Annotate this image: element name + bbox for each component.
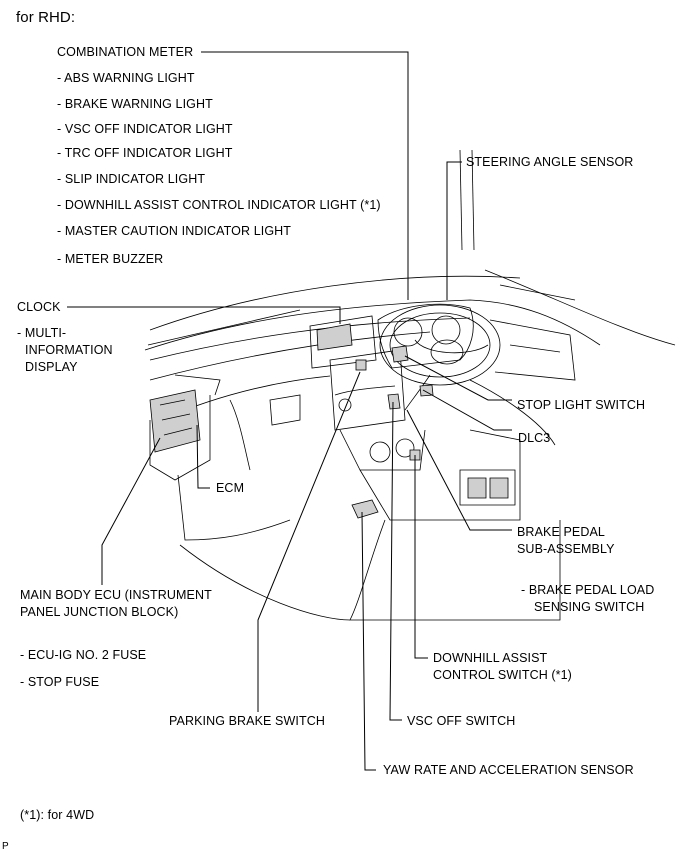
label-downhill-assist-control-switch: DOWNHILL ASSIST CONTROL SWITCH (*1)	[433, 651, 572, 682]
sub-item-marker: -	[57, 97, 62, 111]
label-ecm: ECM	[216, 481, 245, 495]
label-brake-pedal-load-sensing-switch: - BRAKE PEDAL LOAD SENSING SWITCH	[521, 583, 655, 614]
label-abs-warning-light: - ABS WARNING LIGHT	[57, 71, 195, 85]
label-downhill-assist-indicator-light: - DOWNHILL ASSIST CONTROL INDICATOR LIGH…	[57, 198, 381, 212]
label-dlc3: DLC3	[518, 431, 551, 445]
label-vsc-off-indicator-light: - VSC OFF INDICATOR LIGHT	[57, 122, 233, 136]
label-clock: CLOCK	[17, 300, 61, 314]
diagram-title: for RHD:	[16, 9, 76, 26]
label-meter-buzzer: - METER BUZZER	[57, 252, 164, 266]
label-ecu-ig-no2-fuse: - ECU-IG NO. 2 FUSE	[20, 648, 147, 662]
label-stop-light-switch: STOP LIGHT SWITCH	[517, 398, 646, 412]
sub-item-marker: -	[20, 648, 25, 662]
footnote: (*1): for 4WD	[20, 808, 95, 822]
sub-item-marker: -	[57, 122, 62, 136]
label-parking-brake-switch: PARKING BRAKE SWITCH	[169, 714, 325, 728]
sub-item-marker: -	[20, 675, 25, 689]
label-main-body-ecu: MAIN BODY ECU (INSTRUMENT PANEL JUNCTION…	[20, 588, 212, 619]
label-trc-off-indicator-light: - TRC OFF INDICATOR LIGHT	[57, 146, 233, 160]
sub-item-marker: -	[17, 326, 22, 340]
sub-item-marker: -	[521, 583, 526, 597]
label-combination-meter: COMBINATION METER	[57, 45, 194, 59]
label-brake-pedal-sub-assembly: BRAKE PEDAL SUB-ASSEMBLY	[517, 525, 615, 556]
corner-code: P	[2, 841, 9, 852]
label-multi-information-display: - MULTI- INFORMATION DISPLAY	[17, 326, 113, 374]
label-master-caution-indicator-light: - MASTER CAUTION INDICATOR LIGHT	[57, 224, 292, 238]
label-brake-warning-light: - BRAKE WARNING LIGHT	[57, 97, 213, 111]
sub-item-marker: -	[57, 172, 62, 186]
label-yaw-rate-sensor: YAW RATE AND ACCELERATION SENSOR	[383, 763, 634, 777]
sub-item-marker: -	[57, 198, 62, 212]
sub-item-marker: -	[57, 146, 62, 160]
sub-item-marker: -	[57, 252, 62, 266]
label-vsc-off-switch: VSC OFF SWITCH	[407, 714, 516, 728]
label-stop-fuse: - STOP FUSE	[20, 675, 100, 689]
label-slip-indicator-light: - SLIP INDICATOR LIGHT	[57, 172, 206, 186]
sub-item-marker: -	[57, 71, 62, 85]
sub-item-marker: -	[57, 224, 62, 238]
label-steering-angle-sensor: STEERING ANGLE SENSOR	[466, 155, 634, 169]
